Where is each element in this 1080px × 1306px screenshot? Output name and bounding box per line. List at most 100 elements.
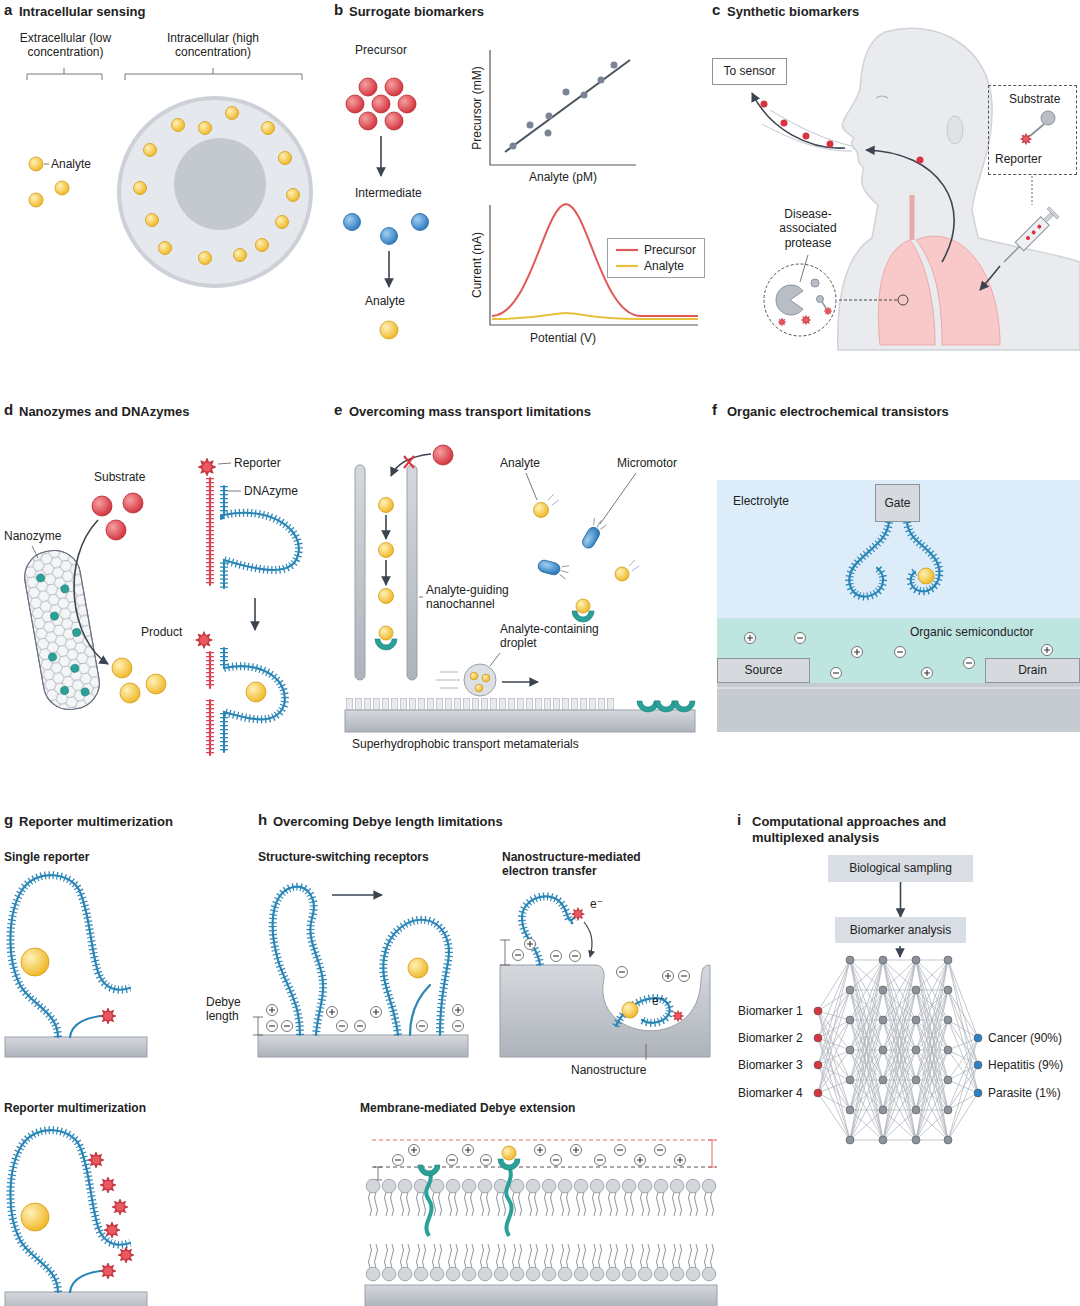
panel-e-illustration — [600, 473, 636, 524]
network-link — [818, 1080, 850, 1093]
panel-b-illustration — [510, 143, 517, 150]
network-neuron — [814, 1007, 822, 1015]
panel-b-illustration — [412, 214, 429, 231]
panel-a-illustration — [27, 68, 311, 286]
panel-c-illustration — [827, 141, 834, 148]
panel-title: Organic electrochemical transistors — [727, 404, 949, 420]
network-neuron — [912, 1136, 920, 1144]
node-label: Gate — [884, 496, 910, 510]
network-link — [818, 1093, 850, 1110]
network-link — [850, 1050, 883, 1140]
network-link — [883, 960, 916, 1140]
network-neuron — [944, 1136, 952, 1144]
legend-swatch — [616, 245, 638, 255]
panel-c-illustration — [1025, 235, 1031, 241]
panel-c-illustration — [801, 315, 811, 325]
panel-h-illustration — [417, 1021, 428, 1032]
panel-e-illustration — [526, 473, 537, 500]
panel-d-illustration — [224, 486, 299, 588]
panel-d-illustration — [74, 520, 108, 664]
panel-b-illustration — [546, 113, 553, 120]
panel-title: Computational approaches and multiplexed… — [752, 814, 1012, 845]
panel-d-illustration — [246, 682, 266, 702]
network-link — [916, 1140, 948, 1141]
panel-a-illustration — [174, 138, 266, 230]
network-neuron — [879, 986, 887, 994]
ion-illustration — [831, 668, 842, 679]
panel-g-illustration — [10, 875, 130, 1037]
panel-e-illustration — [419, 597, 423, 598]
panel-d-illustration — [206, 700, 214, 755]
panel-g-illustration — [21, 948, 49, 976]
panel-d-illustration — [32, 546, 38, 558]
callout-label: Micromotor — [617, 456, 677, 470]
network-link — [916, 960, 948, 1080]
panel-d-illustration — [70, 664, 79, 673]
panel-e-illustration — [385, 560, 387, 585]
panel-e-illustration — [502, 681, 538, 683]
panel-d-illustration — [21, 546, 104, 713]
ion-illustration — [1042, 645, 1053, 656]
callout-label: Analyte — [51, 157, 91, 171]
panel-e-illustration — [379, 543, 394, 558]
panel-b-illustration — [505, 60, 630, 152]
panel-f-illustration — [717, 683, 1080, 732]
panel-letter: d — [4, 402, 13, 419]
panel-d-illustration — [209, 478, 211, 585]
panel-d-illustration — [60, 584, 69, 593]
panel-f-illustration — [717, 683, 1080, 732]
panel-b-illustration — [545, 130, 552, 137]
panel-d-illustration — [224, 648, 285, 752]
panel-e-illustration — [482, 674, 490, 682]
panel-d-illustration — [50, 611, 59, 620]
network-link — [948, 1065, 978, 1080]
panel-h-illustration — [635, 1155, 646, 1166]
panel-h-illustration — [617, 967, 628, 978]
panel-b-illustration — [372, 95, 390, 113]
panel-letter: e — [334, 402, 342, 419]
panel-h-illustration — [672, 1010, 683, 1021]
aptamer-illustration — [849, 522, 889, 597]
network-link — [948, 1065, 978, 1140]
panel-h-illustration — [615, 1145, 626, 1156]
aptamer-illustration — [907, 522, 939, 591]
panel-g-illustration — [70, 1271, 100, 1292]
panel-d-illustration — [123, 493, 143, 513]
panel-b-illustration — [385, 112, 403, 130]
panel-g-illustration — [5, 875, 147, 1306]
panel-h-illustration — [506, 1166, 511, 1236]
network-neuron — [974, 1061, 982, 1069]
panel-c-illustration — [778, 318, 786, 326]
legend-row: Analyte — [616, 258, 696, 274]
panel-h-illustration — [447, 1155, 458, 1166]
legend-swatch — [616, 261, 638, 271]
input-label: Biomarker 1 — [738, 1004, 803, 1018]
panel-b-illustration — [611, 62, 618, 69]
panel-e-illustration — [404, 456, 414, 468]
panel-c-illustration — [1031, 230, 1037, 236]
panel-a-illustration — [146, 214, 159, 227]
callout-label: Analyte-guiding nanochannel — [426, 583, 526, 612]
electron-label: e⁻ — [590, 897, 603, 911]
panel-c-illustration — [838, 28, 1080, 350]
panel-e-illustration — [548, 494, 559, 505]
network-link — [818, 1050, 850, 1065]
panel-b-illustration — [359, 112, 377, 130]
panel-c-illustration — [898, 295, 908, 305]
gate-electrode: Gate — [875, 484, 920, 522]
panel-c-illustration — [800, 255, 808, 282]
network-link — [883, 1020, 916, 1140]
panel-a-illustration — [199, 252, 212, 265]
panel-h-illustration — [365, 1178, 717, 1282]
network-link — [916, 960, 948, 1110]
aptamer-illustration — [849, 522, 889, 597]
panel-c-illustration — [1041, 111, 1055, 125]
panel-h-illustration — [372, 1140, 717, 1141]
panel-b-illustration — [380, 136, 382, 176]
network-link — [916, 960, 948, 1080]
panel-c-illustration — [762, 110, 852, 151]
panel-a-illustration — [226, 107, 239, 120]
panel-c-illustration — [916, 236, 1000, 345]
panel-title: Overcoming mass transport limitations — [349, 404, 591, 420]
panel-h-illustration — [408, 958, 428, 978]
